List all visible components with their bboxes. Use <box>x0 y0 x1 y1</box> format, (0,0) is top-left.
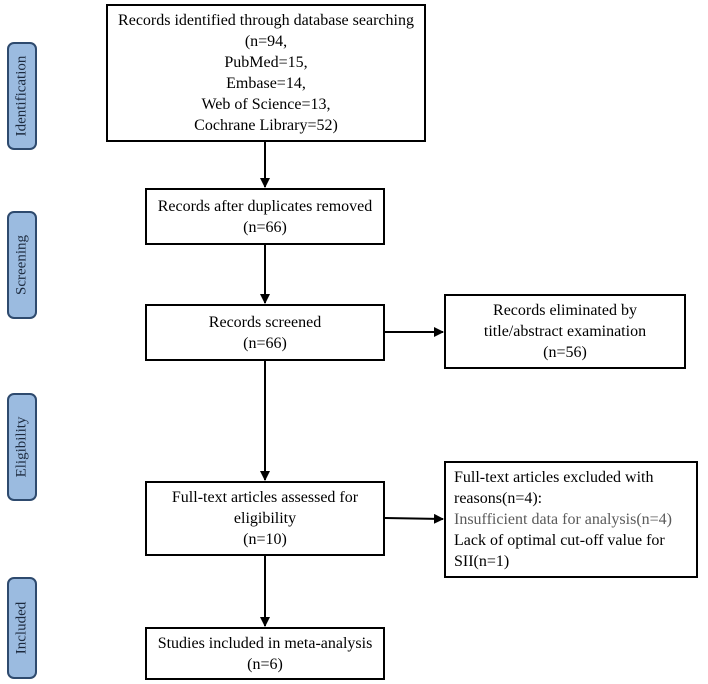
eliminated-line-2: title/abstract examination <box>483 323 647 340</box>
arrow-assessed-to-excluded <box>384 513 444 524</box>
identified-line-4: Embase=14, <box>226 75 306 92</box>
identified-line-5: Web of Science=13, <box>201 96 331 113</box>
box-records-identified: Records identified through database sear… <box>106 4 426 142</box>
eliminated-line-3: (n=56) <box>543 344 587 361</box>
stage-screening: Screening <box>7 211 37 319</box>
identified-line-2: (n=94, <box>244 33 288 50</box>
box-records-screened: Records screened (n=66) <box>145 304 385 361</box>
box-fulltext-excluded: Full-text articles excluded with reasons… <box>444 461 698 578</box>
box-fulltext-assessed: Full-text articles assessed for eligibil… <box>145 481 385 556</box>
stage-included: Included <box>7 577 37 679</box>
box-records-eliminated: Records eliminated by title/abstract exa… <box>444 294 686 369</box>
excluded-line-1: Full-text articles excluded with <box>454 469 654 486</box>
assessed-line-1: Full-text articles assessed for <box>171 489 359 506</box>
assessed-line-3: (n=10) <box>243 531 287 548</box>
duplicates-line-1: Records after duplicates removed <box>157 197 373 215</box>
box-studies-included: Studies included in meta-analysis (n=6) <box>145 627 385 680</box>
excluded-line-5: SII(n=1) <box>454 553 510 570</box>
assessed-line-2: eligibility <box>233 510 297 527</box>
box-duplicates-removed: Records after duplicates removed (n=66) <box>145 188 385 245</box>
included-line-2: (n=6) <box>247 655 283 673</box>
identified-line-6: Cochrane Library=52) <box>194 117 338 134</box>
excluded-line-4: Lack of optimal cut-off value for <box>454 532 665 549</box>
excluded-line-3: Insufficient data for analysis(n=4) <box>454 511 672 528</box>
identified-line-3: PubMed=15, <box>224 54 308 71</box>
screened-line-2: (n=66) <box>243 334 287 352</box>
duplicates-line-2: (n=66) <box>243 218 287 236</box>
excluded-line-2: reasons(n=4): <box>454 490 543 507</box>
eliminated-line-1: Records eliminated by <box>493 302 637 319</box>
stage-eligibility: Eligibility <box>7 393 37 501</box>
identified-line-1: Records identified through database sear… <box>118 12 414 29</box>
included-line-1: Studies included in meta-analysis <box>157 634 373 652</box>
stage-identification: Identification <box>7 42 37 150</box>
screened-line-1: Records screened <box>208 313 322 331</box>
